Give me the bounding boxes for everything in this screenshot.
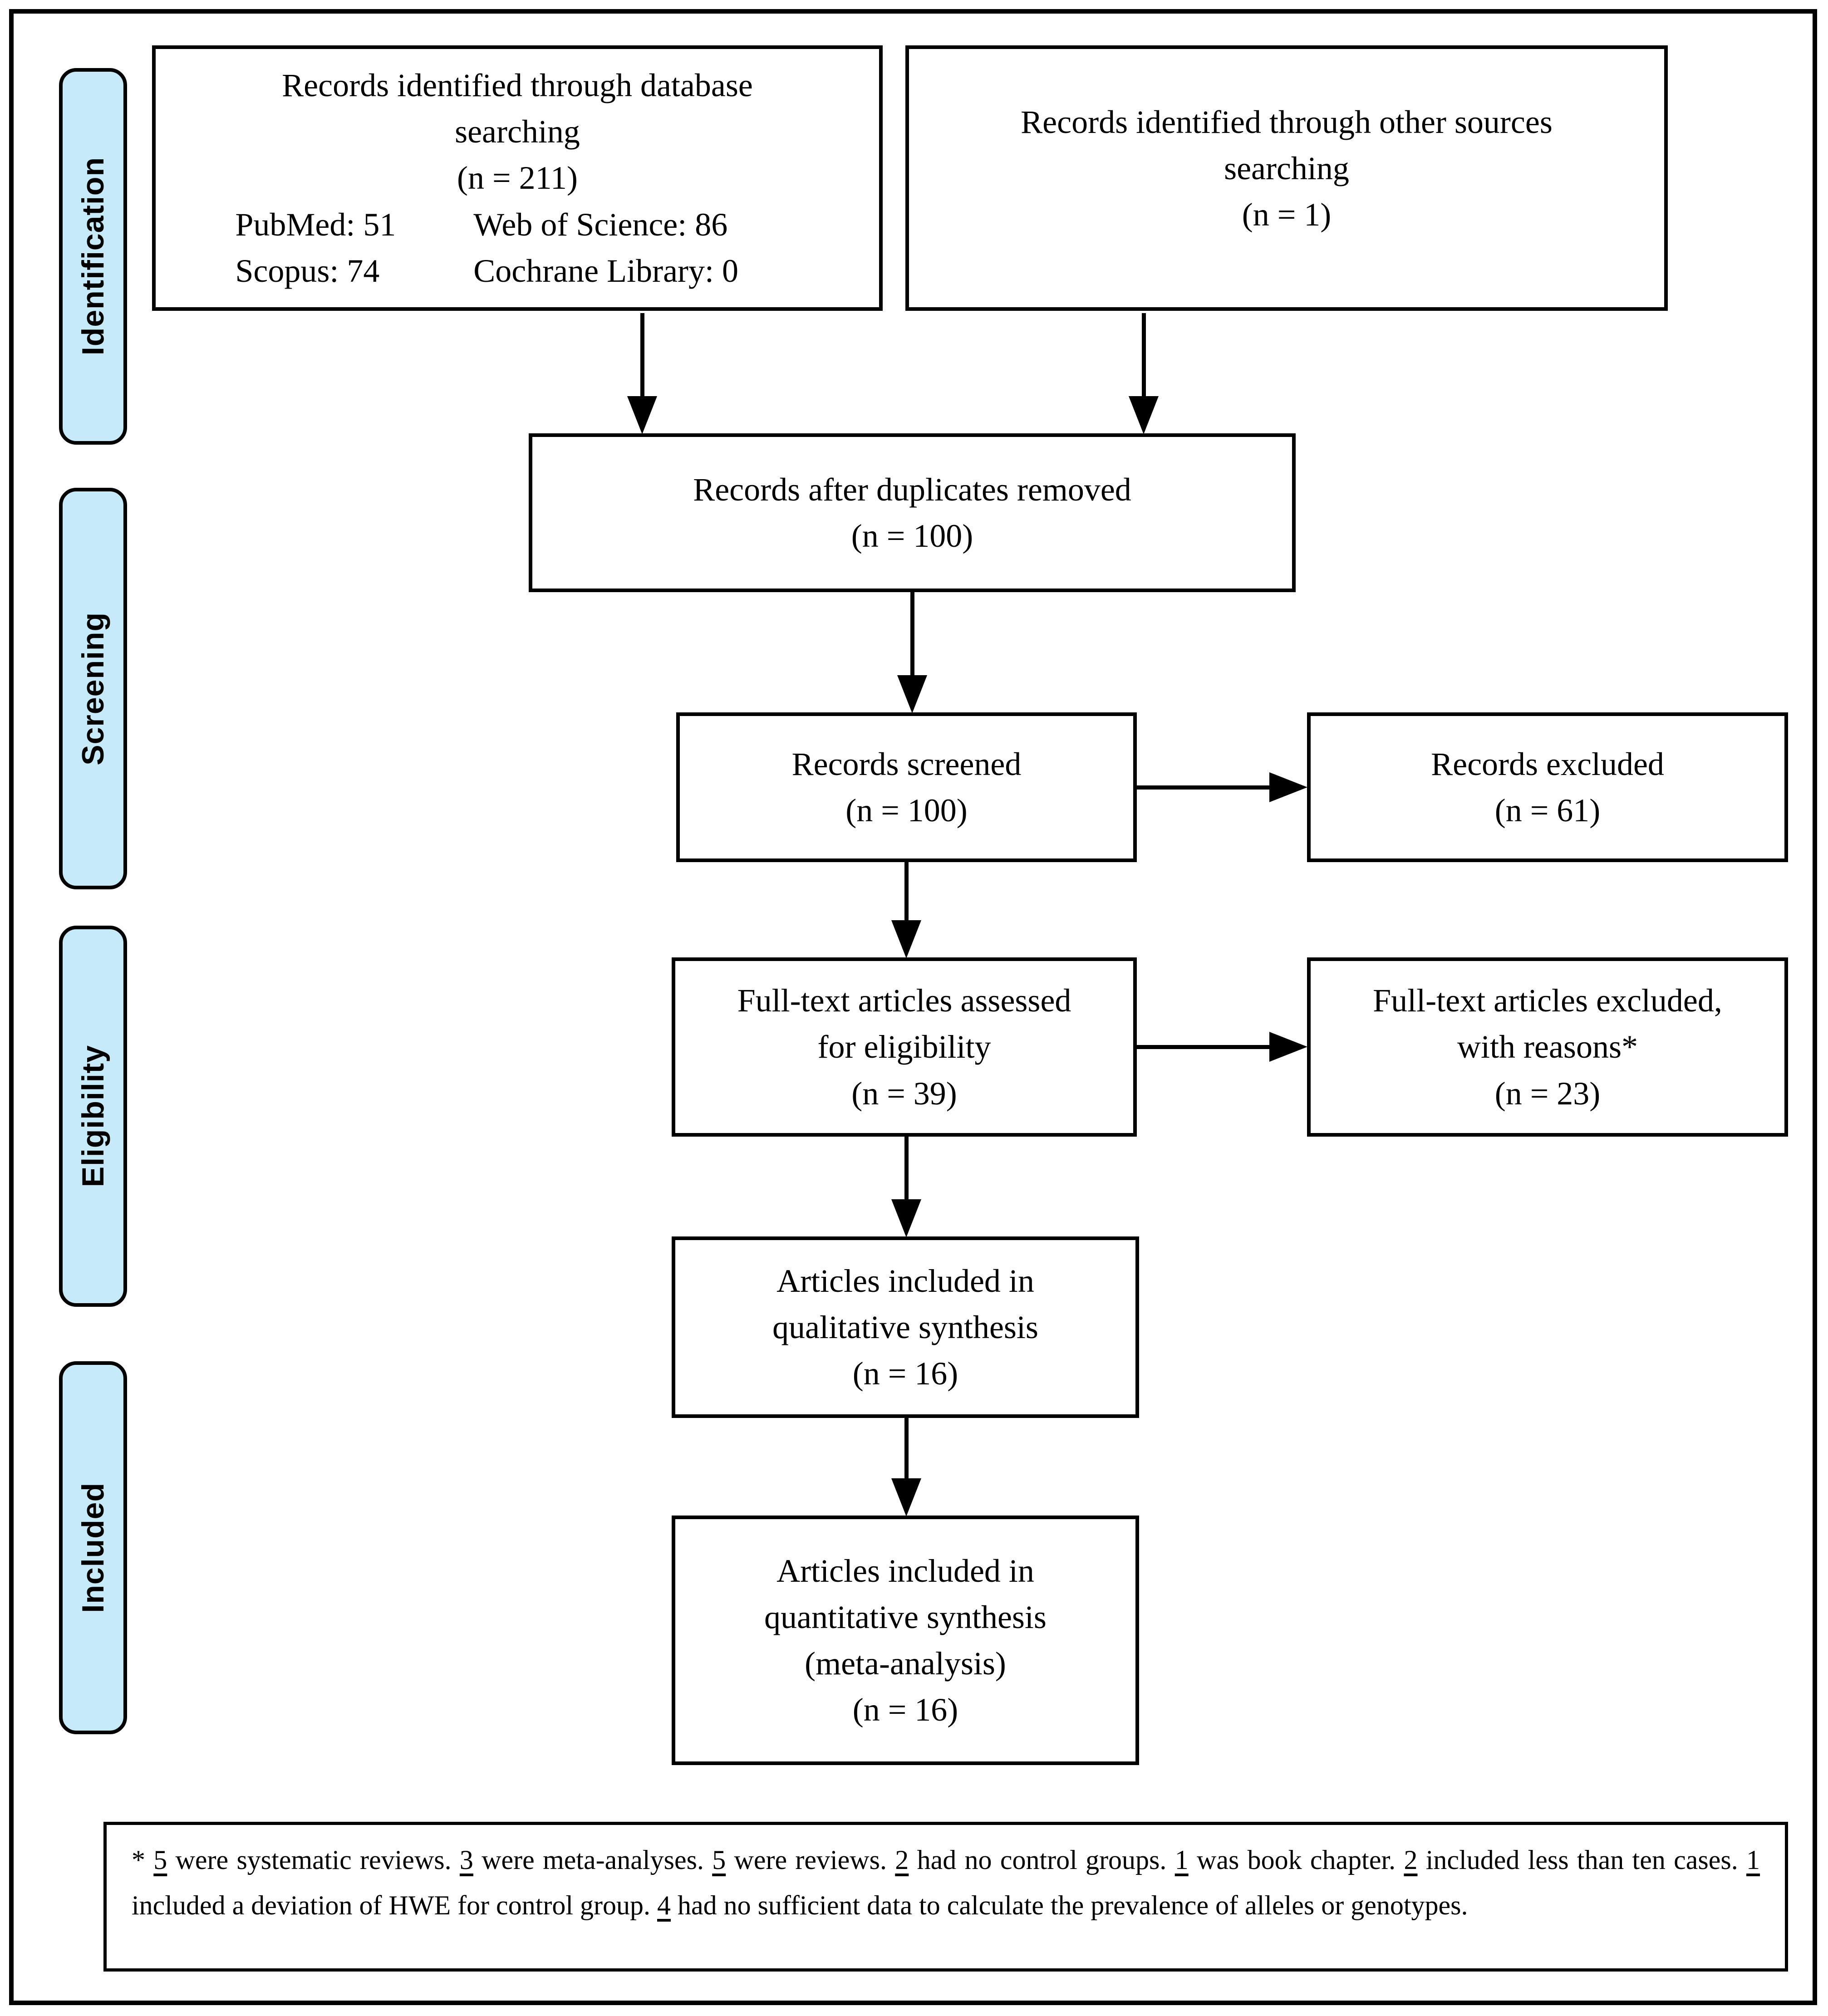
box-text: with reasons* <box>1457 1029 1638 1065</box>
box-text: Records excluded <box>1431 746 1664 782</box>
box-text: Articles included in <box>776 1262 1034 1299</box>
arrow-head-icon <box>1269 772 1307 802</box>
footnote-exclusion-reasons: * 5 were systematic reviews. 3 were meta… <box>103 1822 1788 1972</box>
source-pubmed: PubMed: 51 <box>235 206 396 243</box>
footnote-segment: 2 <box>895 1845 909 1875</box>
box-text: Records after duplicates removed <box>693 471 1131 508</box>
footnote-segment: 1 <box>1174 1845 1189 1875</box>
arrow-shaft <box>904 1137 909 1202</box>
box-count: (n = 1) <box>1242 196 1332 233</box>
arrow-head-icon <box>891 1478 921 1516</box>
footnote-segment: were meta-analyses. <box>473 1845 713 1875</box>
arrow-head-icon <box>897 675 927 713</box>
stage-identification: Identification <box>59 68 127 445</box>
arrow-head-icon <box>1129 396 1159 434</box>
box-text: qualitative synthesis <box>772 1309 1038 1345</box>
source-counts-row: PubMed: 51 Web of Science: 86 <box>156 201 879 248</box>
stage-included-label: Included <box>76 1482 110 1613</box>
box-text: Records identified through database <box>282 67 753 103</box>
box-text: quantitative synthesis <box>764 1599 1047 1635</box>
stage-identification-label: Identification <box>76 157 110 356</box>
footnote-segment: was book chapter. <box>1188 1845 1404 1875</box>
footnote-segment: had no control groups. <box>909 1845 1175 1875</box>
footnote-segment: * <box>132 1845 154 1875</box>
box-fulltext-assessed: Full-text articles assessed for eligibil… <box>672 957 1137 1137</box>
arrow-shaft <box>904 862 909 923</box>
box-text: Full-text articles excluded, <box>1373 982 1722 1019</box>
footnote-segment: had no sufficient data to calculate the … <box>671 1890 1468 1920</box>
arrow-shaft <box>1137 1045 1273 1049</box>
box-text: for eligibility <box>817 1029 991 1065</box>
box-text: Full-text articles assessed <box>737 982 1071 1019</box>
footnote-segment: 5 <box>153 1845 167 1875</box>
box-count: (n = 61) <box>1494 792 1601 829</box>
box-records-identified-other: Records identified through other sources… <box>905 45 1668 311</box>
box-text: searching <box>1224 150 1349 187</box>
box-text: (meta-analysis) <box>805 1645 1006 1682</box>
stage-included: Included <box>59 1361 127 1734</box>
footnote-segment: 3 <box>459 1845 473 1875</box>
source-scopus: Scopus: 74 <box>235 252 380 289</box>
arrow-shaft <box>904 1418 909 1481</box>
footnote-segment: were systematic reviews. <box>167 1845 460 1875</box>
footnote-segment: 1 <box>1746 1845 1760 1875</box>
box-records-excluded: Records excluded (n = 61) <box>1307 712 1788 862</box>
arrow-head-icon <box>891 1199 921 1237</box>
stage-eligibility-label: Eligibility <box>76 1045 110 1187</box>
footnote-segment: 5 <box>712 1845 726 1875</box>
arrow-head-icon <box>1269 1032 1307 1062</box>
stage-screening-label: Screening <box>76 612 110 765</box>
box-count: (n = 23) <box>1494 1075 1601 1112</box>
box-count: (n = 211) <box>457 160 578 196</box>
stage-eligibility: Eligibility <box>59 926 127 1307</box>
arrow-head-icon <box>627 396 657 434</box>
arrow-shaft <box>1142 313 1146 399</box>
footnote-segment: 4 <box>657 1890 671 1920</box>
box-duplicates-removed: Records after duplicates removed (n = 10… <box>529 433 1296 592</box>
arrow-shaft <box>910 592 914 678</box>
source-web-of-science: Web of Science: 86 <box>473 206 728 243</box>
box-count: (n = 100) <box>845 792 968 829</box>
box-records-screened: Records screened (n = 100) <box>676 712 1137 862</box>
box-count: (n = 16) <box>852 1692 958 1728</box>
source-cochrane: Cochrane Library: 0 <box>473 252 739 289</box>
arrow-shaft <box>640 313 644 399</box>
figure-border <box>9 9 1817 2005</box>
box-count: (n = 100) <box>851 518 973 554</box>
box-fulltext-excluded: Full-text articles excluded, with reason… <box>1307 957 1788 1137</box>
source-counts-row: Scopus: 74 Cochrane Library: 0 <box>156 248 879 294</box>
footnote-segment: 2 <box>1404 1845 1418 1875</box>
footnote-segment: included a deviation of HWE for control … <box>132 1890 657 1920</box>
box-text: searching <box>455 113 580 150</box>
box-records-identified-database: Records identified through database sear… <box>152 45 883 311</box>
box-text: Articles included in <box>776 1552 1034 1589</box>
box-text: Records identified through other sources <box>1021 104 1553 140</box>
stage-screening: Screening <box>59 488 127 889</box>
footnote-segment: were reviews. <box>726 1845 895 1875</box>
box-count: (n = 16) <box>852 1355 958 1392</box>
footnote-segment: included less than ten cases. <box>1417 1845 1747 1875</box>
box-qualitative-synthesis: Articles included in qualitative synthes… <box>672 1236 1139 1418</box>
box-quantitative-synthesis: Articles included in quantitative synthe… <box>672 1516 1139 1765</box>
box-text: Records screened <box>791 746 1022 782</box>
box-count: (n = 39) <box>851 1075 957 1112</box>
arrow-shaft <box>1137 785 1273 790</box>
arrow-head-icon <box>891 920 921 958</box>
